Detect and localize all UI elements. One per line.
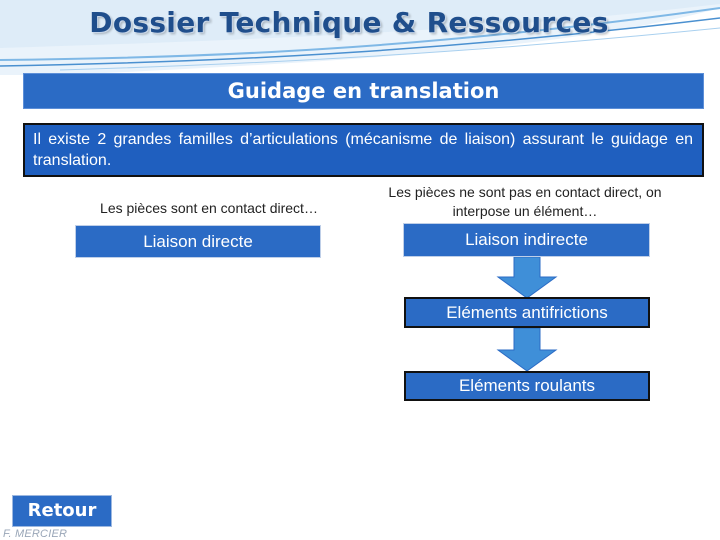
antifriction-elements-box[interactable]: Eléments antifrictions: [404, 297, 650, 328]
back-button[interactable]: Retour: [12, 495, 112, 527]
indirect-caption: Les pièces ne sont pas en contact direct…: [388, 184, 662, 219]
indirect-link-box[interactable]: Liaison indirecte: [403, 223, 650, 257]
rolling-elements-box[interactable]: Eléments roulants: [404, 371, 650, 401]
author-credit: F. MERCIER: [3, 528, 68, 540]
section-title: Guidage en translation: [23, 73, 704, 109]
down-arrow-icon: [496, 328, 558, 372]
header-decoration: [0, 0, 720, 75]
direct-caption: Les pièces sont en contact direct…: [100, 200, 318, 216]
down-arrow-icon: [496, 257, 558, 299]
page-title: Dossier Technique & Ressources: [89, 6, 609, 39]
intro-text: Il existe 2 grandes familles d’articulat…: [23, 123, 704, 177]
direct-link-box[interactable]: Liaison directe: [75, 225, 321, 258]
